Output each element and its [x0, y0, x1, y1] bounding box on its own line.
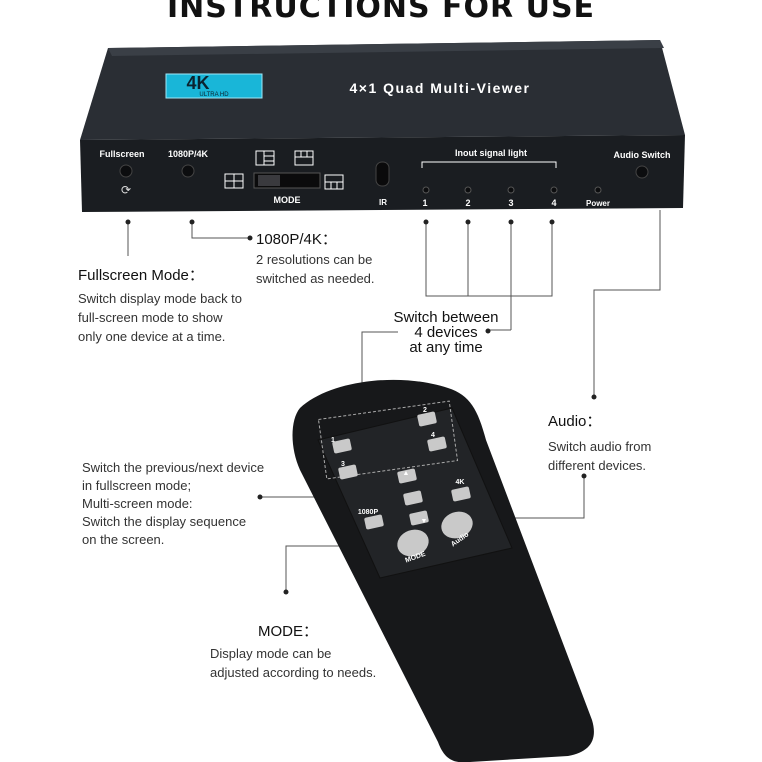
remote-label-1: 1 — [331, 437, 335, 444]
switch-line: at any time — [409, 339, 483, 356]
prevnext-line: Switch the display sequence — [82, 514, 247, 529]
prevnext-annotation: Switch the previous/next device in fulls… — [82, 459, 322, 549]
down-arrow-icon: ▼ — [421, 518, 428, 525]
remote-label-1080p: 1080P — [358, 509, 379, 516]
badge-sub-text: ULTRA HD — [199, 92, 229, 98]
remote-4k-button[interactable] — [451, 486, 471, 502]
mode-line: Display mode can be — [210, 646, 332, 661]
fullscreen-button[interactable] — [119, 164, 133, 178]
fullscreen-heading: Fullscreen Mode： — [78, 267, 204, 284]
signal-label: Inout signal light — [455, 148, 527, 158]
mode-label: MODE — [274, 195, 301, 205]
res-button[interactable] — [181, 164, 195, 178]
remote-button-2[interactable] — [417, 411, 437, 427]
fullscreen-line: full-screen mode to show — [78, 310, 223, 325]
multi-viewer-device — [80, 40, 685, 212]
ch4-label: 4 — [551, 198, 556, 208]
4k-badge: 4K ULTRA HD — [165, 73, 263, 99]
prevnext-line: on the screen. — [82, 532, 165, 547]
fullscreen-line: Switch display mode back to — [78, 291, 243, 306]
remote-button-4[interactable] — [427, 436, 447, 452]
signal-led-1 — [422, 186, 430, 194]
remote-audio-button[interactable] — [438, 507, 477, 542]
audio-heading: Audio： — [548, 413, 602, 430]
switch-line: Switch between — [393, 309, 499, 326]
badge-main-text: 4K — [186, 73, 209, 93]
remote-1080p-button[interactable] — [364, 514, 384, 530]
page-title: INSTRUCTIONS FOR USE — [166, 0, 596, 25]
signal-led-4 — [550, 186, 558, 194]
remote-label-2: 2 — [423, 407, 427, 414]
prevnext-line: in fullscreen mode; — [82, 478, 192, 493]
remote-label-4k: 4K — [456, 479, 465, 486]
prevnext-line: Multi-screen mode: — [82, 496, 193, 511]
remote-mid-button[interactable] — [403, 490, 423, 506]
layout-three-icon — [255, 150, 275, 166]
mode-heading: MODE： — [258, 623, 319, 640]
remote-button-1[interactable] — [332, 438, 352, 454]
audio-switch-label: Audio Switch — [614, 150, 671, 160]
audio-switch-button[interactable] — [635, 165, 649, 179]
mode-annotation: MODE： Display mode can be adjusted accor… — [210, 620, 430, 682]
audio-annotation: Audio： Switch audio from different devic… — [548, 410, 748, 475]
up-arrow-icon: ▲ — [403, 470, 410, 477]
remote-down-button[interactable] — [409, 510, 429, 526]
remote-mode-button[interactable] — [394, 525, 433, 560]
layout-icons — [224, 150, 344, 190]
dashed-highlight — [317, 400, 459, 480]
refresh-icon: ⟳ — [121, 183, 131, 197]
res-annotation: 1080P/4K： 2 resolutions can be switched … — [256, 228, 456, 288]
ch1-label: 1 — [422, 198, 427, 208]
device-name: 4×1 Quad Multi-Viewer — [349, 80, 530, 96]
ch2-label: 2 — [465, 198, 470, 208]
remote-buttons — [332, 411, 477, 560]
switch-line: 4 devices — [414, 324, 478, 341]
res-label: 1080P/4K — [168, 149, 209, 159]
switch-annotation: Switch between 4 devices at any time — [376, 310, 516, 355]
res-line: switched as needed. — [256, 271, 375, 286]
fullscreen-label: Fullscreen — [99, 149, 144, 159]
fullscreen-line: only one device at a time. — [78, 329, 226, 344]
remote-button-3[interactable] — [338, 464, 358, 480]
res-heading: 1080P/4K： — [256, 231, 337, 248]
remote-label-3: 3 — [341, 461, 345, 468]
audio-line: different devices. — [548, 458, 647, 473]
fullscreen-annotation: Fullscreen Mode： Switch display mode bac… — [78, 264, 278, 346]
remote-up-button[interactable] — [397, 468, 417, 484]
ir-sensor — [375, 161, 390, 187]
prevnext-line: Switch the previous/next device — [82, 460, 265, 475]
layout-top-icon — [294, 150, 314, 166]
mode-slider-knob[interactable] — [258, 175, 280, 186]
power-led — [594, 186, 602, 194]
mode-line: adjusted according to needs. — [210, 665, 377, 680]
callout-dots — [125, 219, 597, 595]
ch3-label: 3 — [508, 198, 513, 208]
signal-led-2 — [464, 186, 472, 194]
res-line: 2 resolutions can be — [256, 252, 373, 267]
signal-led-3 — [507, 186, 515, 194]
power-label: Power — [586, 199, 610, 208]
remote-label-4: 4 — [431, 432, 435, 439]
ir-label: IR — [379, 198, 387, 207]
audio-line: Switch audio from — [548, 439, 652, 454]
